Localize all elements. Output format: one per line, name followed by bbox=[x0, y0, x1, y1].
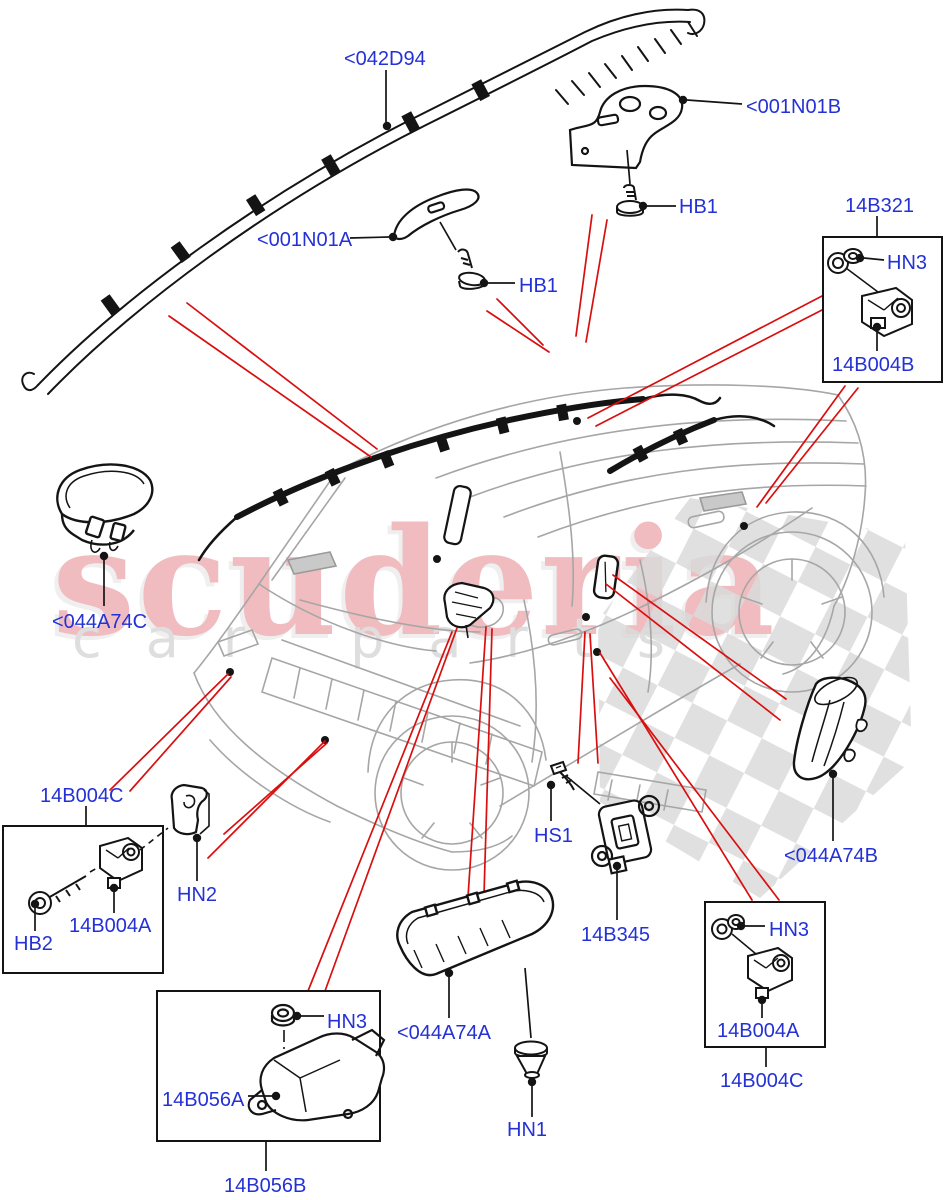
box-left-contents bbox=[28, 827, 169, 915]
part-label-001N01B[interactable]: <001N01B bbox=[746, 96, 842, 118]
box-right-contents bbox=[711, 914, 793, 999]
dash-module-on-vehicle bbox=[443, 581, 495, 639]
part-label-HB1-right[interactable]: HB1 bbox=[679, 196, 718, 218]
part-label-044A74B[interactable]: <044A74B bbox=[784, 845, 878, 867]
screw-hs1-drawing bbox=[549, 760, 575, 791]
part-label-HB1-left[interactable]: HB1 bbox=[519, 275, 558, 297]
part-label-044A74A[interactable]: <044A74A bbox=[397, 1022, 491, 1044]
part-label-HN3-right-box[interactable]: HN3 bbox=[769, 919, 810, 941]
part-label-14B004B[interactable]: 14B004B bbox=[832, 354, 915, 376]
red-leader-lines bbox=[109, 214, 859, 992]
part-label-14B056B[interactable]: 14B056B bbox=[224, 1175, 307, 1197]
side-airbag-044a74b-drawing bbox=[792, 676, 868, 781]
bolt-hb1-left-drawing bbox=[457, 248, 486, 290]
curtain-airbag-on-roof-right bbox=[607, 414, 776, 474]
part-label-14B004C-left[interactable]: 14B004C bbox=[40, 785, 124, 807]
clip-hn1-drawing bbox=[514, 1040, 548, 1086]
part-label-14B004A-left[interactable]: 14B004A bbox=[69, 915, 152, 937]
bracket-001n01b-drawing bbox=[568, 84, 684, 170]
driver-airbag-044a74c-drawing bbox=[56, 463, 154, 553]
part-label-HN2[interactable]: HN2 bbox=[177, 884, 218, 906]
curtain-airbag-assembly-drawing bbox=[21, 8, 706, 395]
bracket-hn2-drawing bbox=[170, 783, 210, 836]
black-leader-lines bbox=[34, 70, 885, 1171]
part-label-001N01A[interactable]: <001N01A bbox=[257, 229, 353, 251]
part-label-14B056A[interactable]: 14B056A bbox=[162, 1089, 245, 1111]
part-label-044A74C[interactable]: <044A74C bbox=[52, 611, 148, 633]
bolt-hb1-right-drawing bbox=[616, 184, 644, 217]
sensor-14b345-drawing bbox=[590, 794, 661, 875]
part-label-14B004A-right[interactable]: 14B004A bbox=[717, 1020, 800, 1042]
bracket-001n01a-drawing bbox=[392, 188, 480, 241]
passenger-airbag-044a74a-drawing bbox=[396, 879, 555, 977]
black-leader-dots bbox=[30, 95, 882, 1101]
part-label-042D94[interactable]: <042D94 bbox=[344, 48, 426, 70]
part-label-HB2[interactable]: HB2 bbox=[14, 933, 53, 955]
part-label-14B321[interactable]: 14B321 bbox=[845, 195, 914, 217]
part-label-14B004C-right[interactable]: 14B004C bbox=[720, 1070, 804, 1092]
curtain-airbag-on-roof-left bbox=[197, 393, 722, 562]
part-label-HS1[interactable]: HS1 bbox=[534, 825, 573, 847]
part-label-HN3-top-box[interactable]: HN3 bbox=[887, 252, 928, 274]
part-label-HN1[interactable]: HN1 bbox=[507, 1119, 548, 1141]
pillar-trim-piece bbox=[443, 484, 472, 546]
part-label-HN3-bottom-box[interactable]: HN3 bbox=[327, 1011, 368, 1033]
part-label-14B345[interactable]: 14B345 bbox=[581, 924, 650, 946]
box-bottom-contents bbox=[247, 1003, 386, 1122]
